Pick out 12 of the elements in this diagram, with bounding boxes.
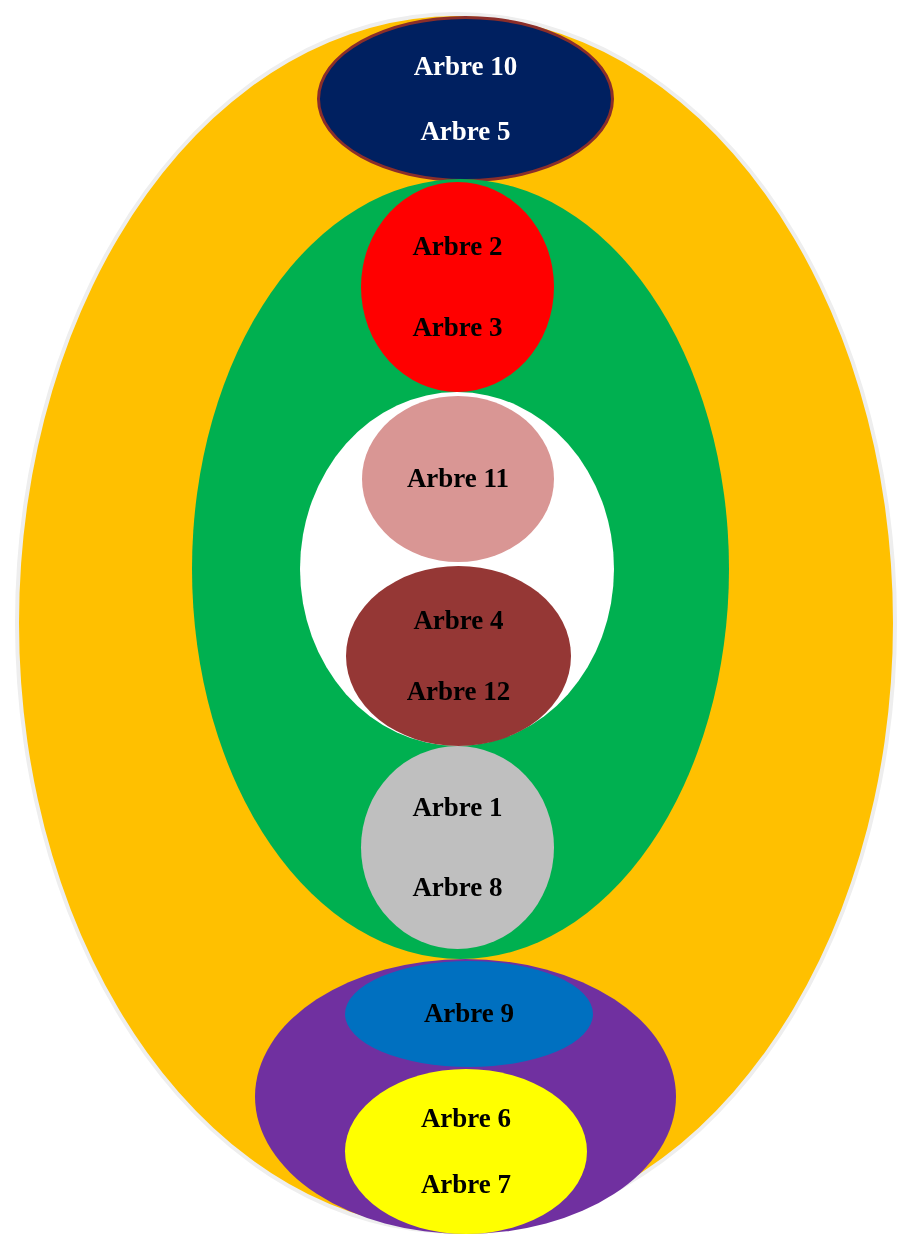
node-label: Arbre 6 bbox=[420, 1101, 512, 1135]
node-label: Arbre 10 bbox=[413, 49, 518, 83]
node-label: Arbre 1 bbox=[412, 791, 503, 825]
node-label: Arbre 7 bbox=[420, 1168, 512, 1202]
node-label: Arbre 2 bbox=[412, 229, 503, 263]
node-label: Arbre 4 bbox=[413, 603, 504, 637]
node-label: Arbre 11 bbox=[406, 462, 510, 496]
node-label: Arbre 3 bbox=[412, 311, 503, 345]
node-label: Arbre 9 bbox=[423, 997, 515, 1031]
node-label: Arbre 12 bbox=[406, 675, 511, 709]
node-label: Arbre 5 bbox=[420, 114, 511, 148]
node-label: Arbre 8 bbox=[412, 870, 503, 904]
